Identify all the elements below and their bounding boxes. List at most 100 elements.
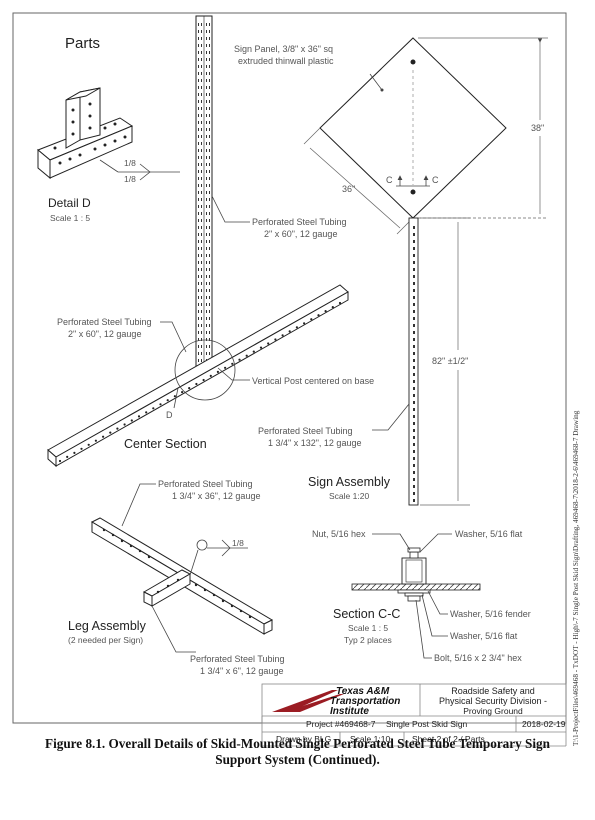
vertical-post-note: Vertical Post centered on base: [252, 376, 374, 386]
washer-top-label: Washer, 5/16 flat: [455, 529, 523, 539]
detail-d-weld-top: 1/8: [124, 158, 136, 168]
perforation-hole: [216, 370, 219, 373]
leg-assembly-sketch: [90, 517, 274, 635]
perforation-hole: [58, 459, 62, 463]
logo-line-1: Texas A&M: [336, 686, 390, 697]
perforation-hole: [324, 310, 327, 313]
perforation-hole: [123, 423, 126, 426]
leg-weld-label: 1/8: [232, 538, 244, 548]
perforation-hole: [303, 322, 306, 325]
dim-82-lines: [420, 217, 470, 506]
division-line-1: Roadside Safety and: [451, 686, 535, 696]
perforation-hole: [87, 443, 90, 446]
base-tube-holes: [58, 301, 342, 463]
detail-d-scale: Scale 1 : 5: [50, 213, 90, 223]
sheet-title: Single Post Skid Sign: [386, 719, 468, 729]
perforation-hole: [159, 403, 162, 406]
vertical-tube-label-2: 2" x 60", 12 gauge: [264, 229, 337, 239]
detail-d-weld-symbol: [99, 159, 180, 181]
perforation-hole: [252, 350, 255, 353]
division-line-2: Physical Security Division -: [439, 696, 547, 706]
perforation-hole: [224, 366, 227, 369]
sign-post: [408, 217, 419, 506]
caption-line-1: Figure 8.1. Overall Details of Skid-Moun…: [45, 736, 550, 751]
dim-82-label: 82" ±1/2": [432, 356, 468, 366]
section-cc-title: Section C-C: [333, 607, 400, 621]
leg-tube-long-label-2: 1 3/4" x 36", 12 gauge: [172, 491, 260, 501]
perforation-hole: [166, 399, 169, 402]
perforation-hole: [181, 391, 184, 394]
sign-panel-label-1: Sign Panel, 3/8" x 36" sq: [234, 44, 333, 54]
detail-d-holes: [53, 102, 127, 165]
perforation-hole: [188, 387, 191, 390]
dim-36-label: 36": [342, 184, 355, 194]
parts-title: Parts: [65, 35, 100, 52]
section-cc-scale: Scale 1 : 5: [348, 623, 388, 633]
perforation-hole: [130, 419, 133, 422]
bolt-label: Bolt, 5/16 x 2 3/4" hex: [434, 653, 522, 663]
section-mark-right: C: [432, 175, 439, 185]
base-tube-label-2: 2" x 60", 12 gauge: [68, 329, 141, 339]
detail-callout-letter: D: [166, 410, 173, 420]
perforation-hole: [295, 326, 298, 329]
base-tube: [47, 284, 349, 468]
perforation-hole: [73, 451, 76, 454]
sign-assembly-scale: Scale 1:20: [329, 491, 369, 501]
perforation-hole: [317, 314, 320, 317]
leg-tube-long-label-1: Perforated Steel Tubing: [158, 479, 253, 489]
perforation-hole: [231, 362, 234, 365]
detail-d-weld-bottom: 1/8: [124, 174, 136, 184]
center-section-title: Center Section: [124, 437, 207, 451]
perforation-hole: [274, 338, 277, 341]
perforation-hole: [310, 318, 313, 321]
perforation-hole: [116, 427, 119, 430]
dim-38-label: 38": [531, 123, 544, 133]
leg-tube-holes: [102, 528, 252, 619]
perforation-hole: [109, 431, 112, 434]
sign-panel-label-2: extruded thinwall plastic: [238, 56, 334, 66]
vertical-tube-label-1: Perforated Steel Tubing: [252, 217, 347, 227]
perforation-hole: [202, 378, 205, 382]
title-block-scale: Scale 1:10: [350, 734, 390, 744]
perforation-hole: [259, 346, 263, 349]
drawn-by: Drawn by BLG: [276, 734, 331, 744]
washer-fender-label: Washer, 5/16 fender: [450, 609, 531, 619]
perforation-hole: [238, 358, 241, 361]
perforation-hole: [267, 342, 270, 345]
perforation-hole: [288, 330, 291, 333]
washer-bottom-label: Washer, 5/16 flat: [450, 631, 518, 641]
perforation-hole: [80, 447, 83, 450]
logo-line-2: Transportation: [330, 696, 400, 707]
leg-tube-short-label-1: Perforated Steel Tubing: [190, 654, 285, 664]
detail-d-sketch: [37, 87, 134, 180]
sheet-number: Sheet 2 of 2 / Parts: [412, 734, 485, 744]
perforation-hole: [152, 407, 155, 410]
perforation-hole: [94, 439, 97, 442]
perforation-hole: [102, 435, 105, 438]
perforation-hole: [145, 411, 148, 414]
perforation-hole: [245, 354, 248, 357]
file-path: T:\1-ProjectFiles\469468 - TxDOT - High\…: [572, 410, 580, 746]
leg-assembly-note: (2 needed per Sign): [68, 635, 143, 645]
project-number: Project #469468-7: [306, 719, 376, 729]
section-mark-left: C: [386, 175, 393, 185]
detail-d-callout-circle: [174, 339, 236, 401]
drawing-date: 2018-02-19: [522, 719, 566, 729]
tti-logo-mark: [272, 690, 338, 712]
detail-d-title: Detail D: [48, 196, 91, 210]
perforation-hole: [173, 395, 176, 398]
nut-label: Nut, 5/16 hex: [312, 529, 366, 539]
leg-assembly-title: Leg Assembly: [68, 619, 147, 633]
leg-tube-short-label-2: 1 3/4" x 6", 12 gauge: [200, 666, 283, 676]
division-line-3: Proving Ground: [463, 706, 523, 716]
title-block: [261, 683, 567, 747]
perforation-hole: [66, 455, 69, 458]
perforation-hole: [331, 306, 334, 309]
sign-assembly-title: Sign Assembly: [308, 475, 391, 489]
caption-line-2: Support System (Continued).: [215, 752, 380, 767]
post-tube-label-1: Perforated Steel Tubing: [258, 426, 353, 436]
post-tube-label-2: 1 3/4" x 132", 12 gauge: [268, 438, 361, 448]
perforation-hole: [195, 382, 198, 386]
section-cc-sketch: [351, 547, 481, 602]
